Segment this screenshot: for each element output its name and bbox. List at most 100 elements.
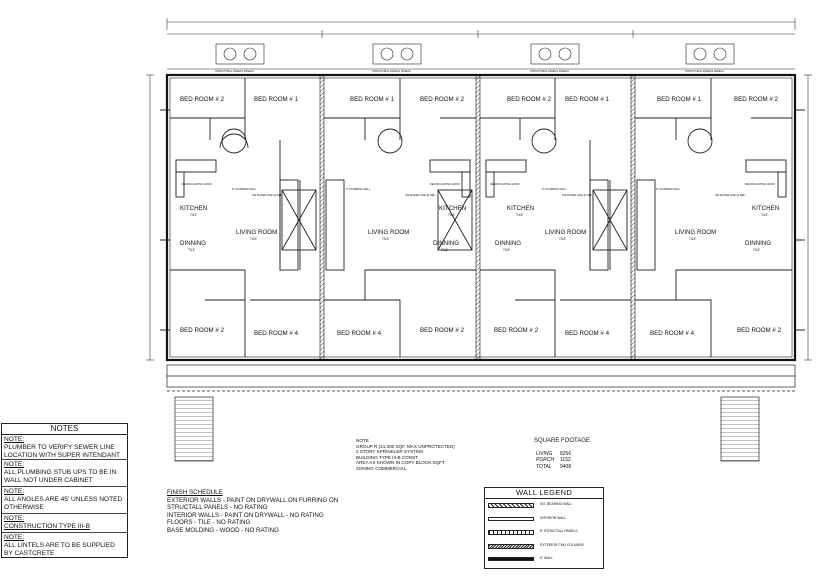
ice-maker-note: ICE MAKER LINE @ REF. [715,193,746,197]
plumbing-wall-note: 8" PLUMBING WALL [656,187,681,191]
room-label: LIVING ROOM [545,229,586,236]
recirculating-hood-note: RECIRCULATING HOOD [182,182,212,186]
structall-panel-swatch [488,530,534,536]
tile-label: TILE [689,237,696,241]
note-item: NOTE: CONSTRUCTION TYPE III-B [2,514,127,533]
note-text: PLUMBER TO VERIFY SEWER LINE LOCATION WI… [4,444,121,460]
porch [166,364,796,462]
ice-maker-note: ICE MAKER LINE @ REF. [405,193,436,197]
room-label: BED ROOM # 2 [494,327,539,334]
room-label: LIVING ROOM [368,229,409,236]
notes-box: NOTES NOTE: PLUMBER TO VERIFY SEWER LINE… [1,423,128,558]
note-item: NOTE: ALL ANGLES ARE 45' UNLESS NOTED OT… [2,487,127,514]
interior-walls [160,78,805,357]
note-item: NOTE: ALL LINTELS ARE TO BE SUPPLIED BY … [2,533,127,560]
recirculating-hood-note: RECIRCULATING HOOD [745,182,775,186]
note-label: NOTE: [4,436,25,443]
roof-units [167,43,795,70]
note-text: ALL ANGLES ARE 45' UNLESS NOTED OTHERWIS… [4,496,123,512]
room-label: BED ROOM # 2 [734,96,779,103]
sqft-value: 9408 [560,463,572,470]
structural-panels-note: STRUCTURAL PANELS PANELS [372,69,411,73]
room-label: BED ROOM # 4 [337,330,382,337]
square-footage: SQUARE FOOTAGE LIVING 8256 PORCH 1152 TOTA… [534,438,590,470]
sqft-row: LIVING 8256 [536,451,590,457]
bearing-wall-swatch [488,503,534,508]
note-item: NOTE: PLUMBER TO VERIFY SEWER LINE LOCAT… [2,435,127,460]
note-text: ALL PLUMBING STUB UPS TO BE IN WALL NOT … [4,469,117,485]
ice-maker-note: ICE MAKER LINE @ REF. [252,193,283,197]
finish-line: INTERIOR WALLS - PAINT ON DRYWALL - NO R… [167,511,324,519]
wall-legend: WALL LEGEND INT. BEARING WALL INTERIOR W… [484,487,604,569]
room-label: BED ROOM # 1 [657,96,702,103]
tile-label: TILE [753,248,760,252]
room-label: BED ROOM # 2 [420,327,465,334]
room-label: BED ROOM # 2 [180,327,225,334]
tile-label: TILE [448,213,455,217]
tile-label: TILE [441,248,448,252]
finish-schedule-title: FINISH SCHEDULE [167,489,223,496]
finish-line: EXTERIOR WALLS - PAINT ON DRYWALL ON FUR… [167,496,339,504]
tile-label: TILE [559,237,566,241]
tile-label: TILE [188,248,195,252]
sqft-label: TOTAL [536,463,552,470]
finish-line: BASE MOLDING - WOOD - NO RATING [167,526,279,534]
room-label: KITCHEN [507,205,534,212]
room-label: DINNING [745,240,771,247]
note-item: NOTE: ALL PLUMBING STUB UPS TO BE IN WAL… [2,460,127,487]
room-label: LIVING ROOM [675,229,716,236]
room-label: BED ROOM # 2 [507,96,552,103]
sqft-label: LIVING [536,451,553,457]
tile-label: TILE [250,237,257,241]
room-finish-labels: TILE TILE TILE TILE TILE TILE TILE TILE … [188,213,768,252]
tile-label: TILE [382,237,389,241]
notes-title: NOTES [2,424,127,435]
room-label: BED ROOM # 1 [350,96,395,103]
plumbing-wall-note: 8" PLUMBING WALL [232,187,257,191]
tile-label: TILE [503,248,510,252]
sqft-value: 8256 [560,451,572,457]
building-envelope [165,73,797,362]
code-line: GROUP R (21,000 SQF. MAX UNPROTECTED) [356,443,455,449]
finish-line: STRUCTALL PANELS - NO RATING [167,504,268,511]
legend-label: INT. BEARING WALL [540,502,573,506]
room-label: BED ROOM # 1 [254,96,299,103]
sqft-value: 1152 [560,457,571,464]
six-inch-wall-swatch [488,557,534,562]
room-label: LIVING ROOM [236,229,277,236]
room-label: BED ROOM # 4 [565,330,610,337]
code-note: NOTE GROUP R (21,000 SQF. MAX UNPROTECTE… [356,438,466,472]
interior-wall-swatch [488,516,534,521]
room-label: BED ROOM # 1 [565,96,610,103]
note-text: CONSTRUCTION TYPE III-B [4,523,90,531]
recirculating-hood-note: RECIRCULATING HOOD [430,182,460,186]
sqft-label: PORCH [536,457,555,464]
room-label: DINNING [433,240,459,247]
code-line: AREA AS SHOWN IN COPY BLOCK SQFT. [356,460,446,466]
room-label: KITCHEN [439,205,466,212]
legend-row: 8" STRUCTALL PANELS [485,526,603,540]
dimension-lines [146,18,812,361]
wall-legend-title: WALL LEGEND [485,488,603,499]
room-label: BED ROOM # 4 [650,330,695,337]
square-footage-title: SQUARE FOOTAGE [534,438,590,444]
cmu-column-swatch [488,543,534,549]
legend-label: 6" WALL [540,556,554,561]
plan-annotations: 8" PLUMBING WALL 8" PLUMBING WALL 8" PLU… [182,69,775,197]
room-label: BED ROOM # 4 [254,330,299,337]
finish-line: FLOORS - TILE - NO RATING [167,519,251,526]
sqft-row: TOTAL 9408 [536,464,590,470]
note-text: ALL LINTELS ARE TO BE SUPPLIED BY CASTCR… [4,542,115,558]
legend-label: EXTERIOR CMU COLUMNS [540,542,584,547]
legend-row: 6" WALL [485,553,603,567]
finish-schedule: FINISH SCHEDULE EXTERIOR WALLS - PAINT O… [167,489,347,534]
code-line: BUILDING TYPE III-B CONST. [356,454,419,460]
tile-label: TILE [761,213,768,217]
legend-row: EXTERIOR CMU COLUMNS [485,540,603,554]
plumbing-wall-note: 8" PLUMBING WALL [542,187,567,191]
structural-panels-note: STRUCTURAL PANELS PANELS [685,69,724,73]
structural-panels-note: STRUCTURAL PANELS PANELS [215,69,254,73]
note-label: NOTE: [4,461,25,468]
code-line: ZONING COMMERCIAL [356,465,407,471]
